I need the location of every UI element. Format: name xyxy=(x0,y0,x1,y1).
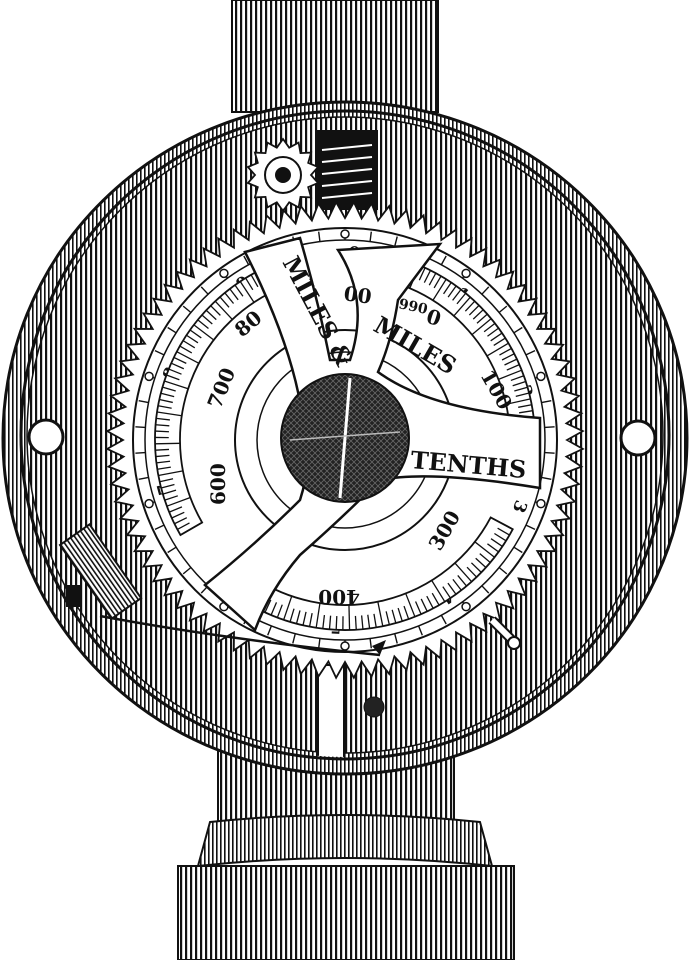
dial-number: 00 xyxy=(342,281,373,309)
right-stud xyxy=(488,616,521,650)
top-tube xyxy=(231,0,439,113)
mounting-hole-left xyxy=(27,418,65,456)
dial-number: 600 xyxy=(206,463,230,505)
dial-number: 990 xyxy=(397,296,429,318)
center-hub xyxy=(280,373,410,503)
drive-block xyxy=(316,130,378,210)
mounting-hole-right xyxy=(619,419,657,457)
dial-number: 400 xyxy=(318,585,360,609)
drive-pinion-gear xyxy=(246,137,320,213)
pin-dot xyxy=(363,696,385,718)
spring-lever xyxy=(58,522,386,657)
center-slot xyxy=(317,664,345,757)
